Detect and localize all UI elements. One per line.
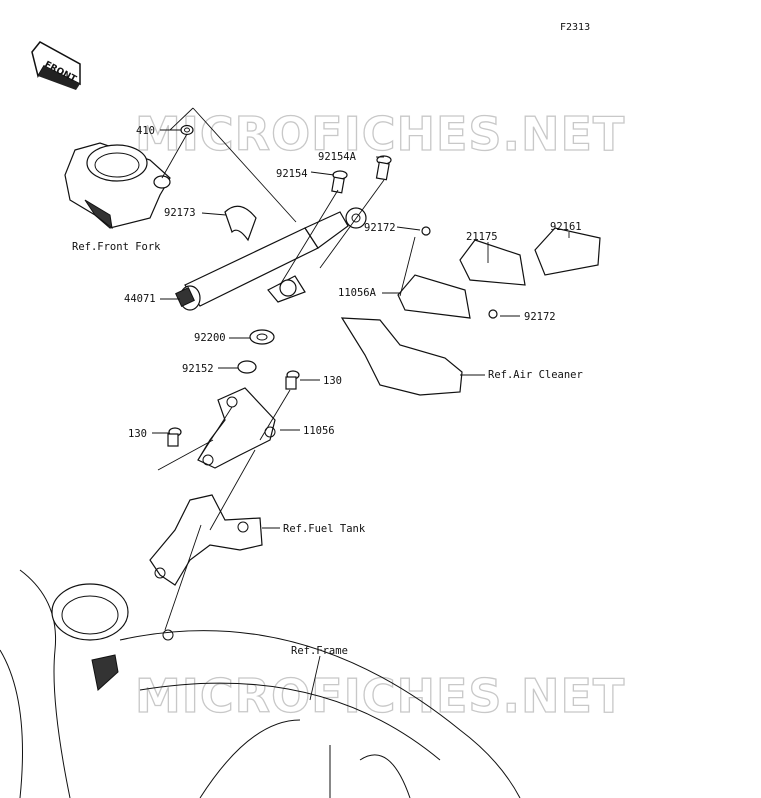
frame-outline: [0, 569, 521, 798]
washer-410: [180, 124, 194, 136]
watermark-bottom: MICROFICHES.NET: [135, 669, 625, 723]
label-130-right[interactable]: 130: [323, 375, 342, 387]
label-92161[interactable]: 92161: [550, 221, 582, 233]
bolt-92154A: [375, 155, 392, 181]
label-410[interactable]: 410: [136, 125, 155, 137]
washer-92200: [249, 329, 275, 345]
leader-lines: [152, 107, 570, 701]
watermark-top: MICROFICHES.NET: [135, 107, 625, 161]
label-11056[interactable]: 11056: [303, 425, 335, 437]
label-44071[interactable]: 44071: [124, 293, 156, 305]
ref-fuel-tank: Ref.Fuel Tank: [283, 523, 366, 535]
ref-front-fork: Ref.Front Fork: [72, 241, 161, 253]
ref-air-cleaner: Ref.Air Cleaner: [488, 369, 583, 381]
label-11056A[interactable]: 11056A: [338, 287, 377, 299]
bolt-130-right: [285, 370, 300, 390]
front-arrow-icon: FRONT: [31, 41, 81, 90]
bolt-130-left: [167, 427, 182, 447]
label-92172-bottom[interactable]: 92172: [524, 311, 556, 323]
front-fork-clamp: [64, 142, 171, 230]
label-21175[interactable]: 21175: [466, 231, 498, 243]
label-130-left[interactable]: 130: [128, 428, 147, 440]
ref-frame: Ref.Frame: [291, 645, 348, 657]
label-92200[interactable]: 92200: [194, 332, 226, 344]
label-92173[interactable]: 92173: [164, 207, 196, 219]
fuel-tank-bracket: [149, 494, 263, 586]
label-92152[interactable]: 92152: [182, 363, 214, 375]
band-92173: [224, 205, 257, 242]
bolt-92154: [331, 170, 348, 194]
label-92154[interactable]: 92154: [276, 168, 308, 180]
nut-92152: [237, 360, 257, 374]
label-92154A[interactable]: 92154A: [318, 151, 357, 163]
air-cleaner-assembly: [340, 226, 601, 396]
diagram-code: F2313: [560, 22, 590, 33]
label-92172-top[interactable]: 92172: [364, 222, 396, 234]
steering-damper: [175, 207, 367, 311]
